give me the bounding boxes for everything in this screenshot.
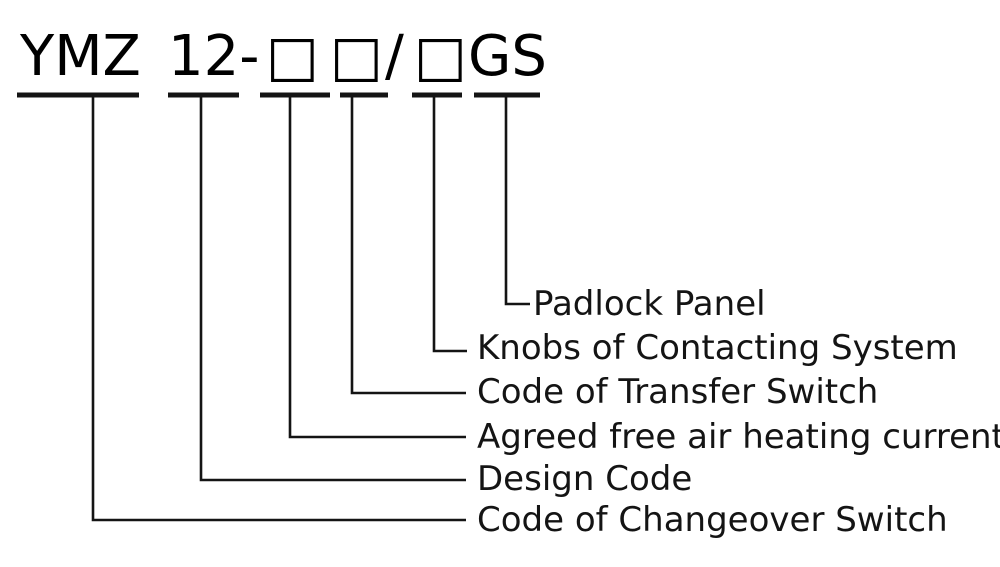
label-padlock-panel: Padlock Panel: [533, 284, 766, 324]
code-segment-slash: /: [385, 24, 404, 89]
leader-code-of-changeover-switch: [91, 95, 466, 522]
leader-lines: [91, 95, 530, 522]
code-segment-series: 12-: [168, 24, 259, 89]
leader-padlock-panel: [504, 95, 530, 306]
code-segment-box-2: □: [330, 24, 383, 89]
model-code-string: YMZ 12- □ □ / □ GS: [19, 24, 547, 89]
leader-agreed-free-air-heating-current: [288, 95, 466, 439]
code-segment-box-1: □: [266, 24, 319, 89]
leader-code-of-transfer-switch: [350, 95, 466, 395]
label-code-of-changeover-switch: Code of Changeover Switch: [477, 500, 948, 540]
leader-knobs-of-contacting-system: [432, 95, 467, 353]
code-segment-box-3: □: [414, 24, 467, 89]
label-code-of-transfer-switch: Code of Transfer Switch: [477, 372, 878, 412]
label-design-code: Design Code: [477, 459, 692, 499]
label-knobs-of-contacting-system: Knobs of Contacting System: [477, 328, 958, 368]
code-segment-prefix: YMZ: [19, 24, 141, 89]
callout-labels: Padlock Panel Knobs of Contacting System…: [477, 284, 1000, 540]
label-agreed-free-air-heating-current: Agreed free air heating current: [477, 417, 1000, 457]
code-segment-suffix: GS: [468, 24, 547, 89]
leader-design-code: [199, 95, 466, 482]
